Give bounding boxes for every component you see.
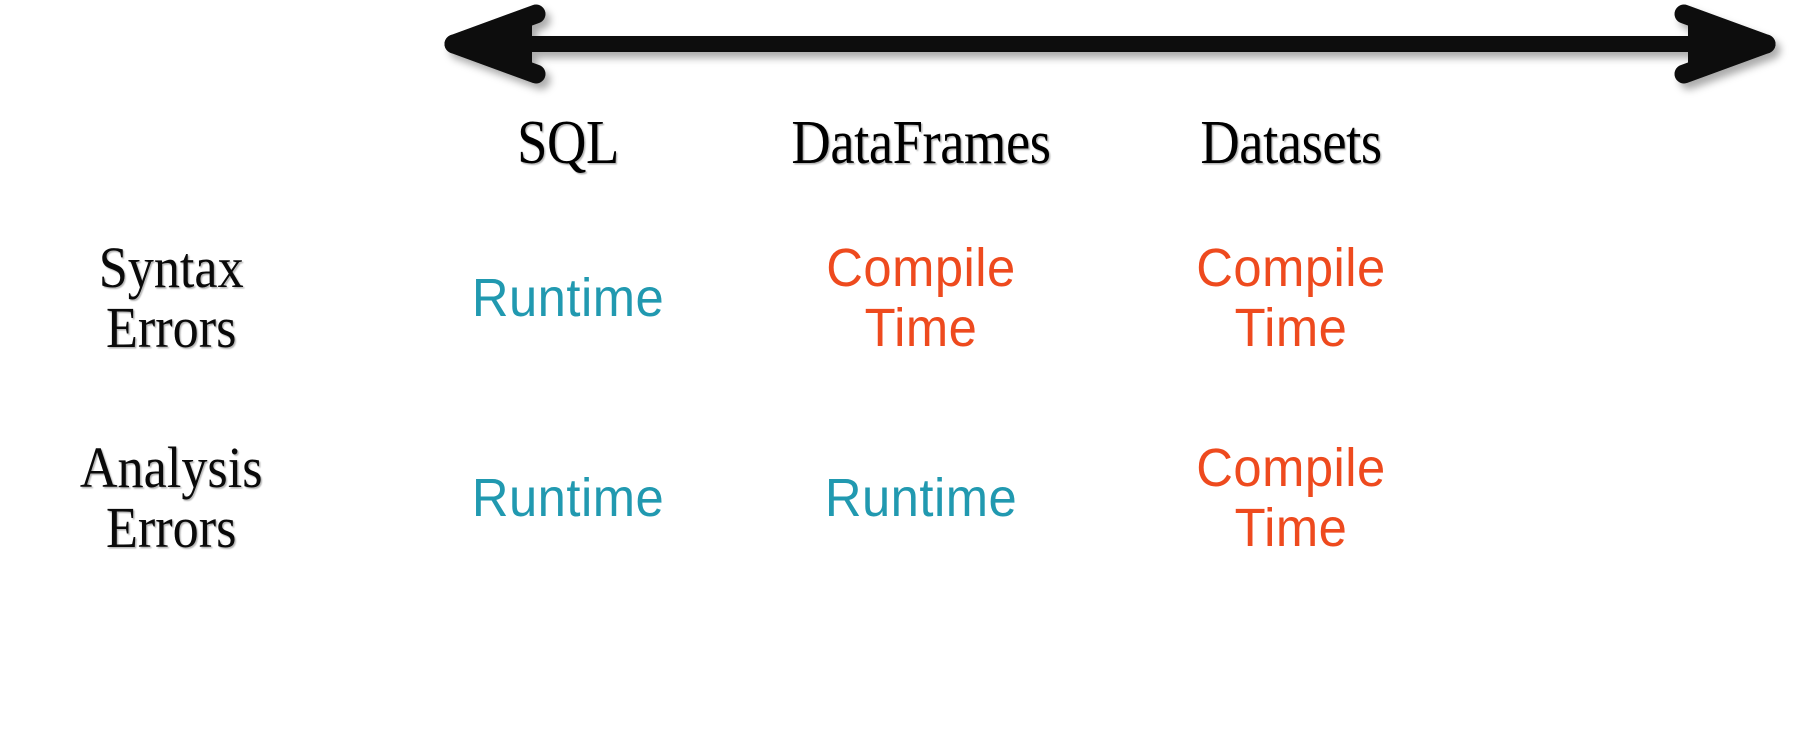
cell-value-text: Runtime	[824, 467, 1018, 528]
cell-analysis-dataframes: Runtime	[747, 398, 1095, 598]
row-header-syntax-errors: Syntax Errors	[20, 198, 380, 398]
comparison-table: SQL DataFrames Datasets Syntax Errors Ru…	[0, 88, 1804, 748]
cell-value-text: Runtime	[471, 467, 665, 528]
row-header-line-2: Errors	[105, 495, 237, 560]
column-header-datasets: Datasets	[1200, 109, 1382, 177]
cell-value-text: Runtime	[471, 267, 665, 328]
column-header-sql: SQL	[517, 109, 619, 177]
row-header-analysis-errors: Analysis Errors	[20, 398, 380, 598]
cell-analysis-sql: Runtime	[410, 398, 726, 598]
arrow-glyph	[444, 4, 1776, 84]
row-header-line-1: Syntax	[98, 234, 244, 300]
cell-syntax-sql: Runtime	[410, 198, 726, 398]
spectrum-arrow	[440, 4, 1780, 86]
table-corner-cell	[0, 88, 400, 198]
row-header-line-2: Errors	[105, 295, 237, 360]
row-header-line-1: Analysis	[79, 434, 263, 500]
column-header-dataframes: DataFrames	[791, 109, 1051, 177]
